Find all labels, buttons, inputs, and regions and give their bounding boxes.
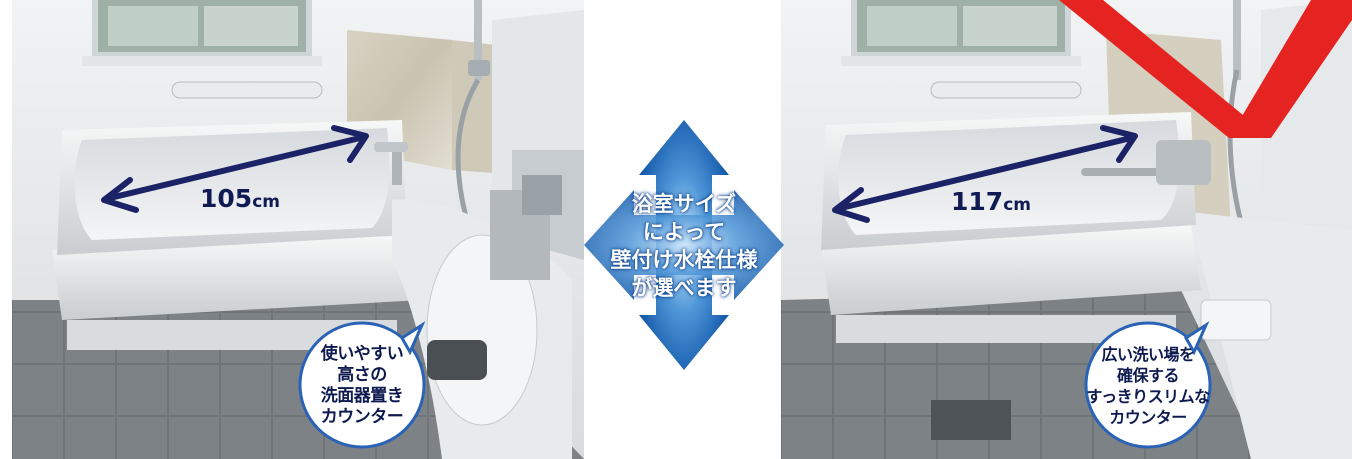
left-bathroom-photo: 105cm: [12, 0, 584, 459]
red-stripe-right: [1229, 0, 1352, 138]
callout-text-right: 広い洗い場を 確保する すっきりスリムな カウンター: [1082, 340, 1214, 432]
callout-left-line-1: 使いやすい: [320, 344, 404, 364]
callout-right-line-4: カウンター: [1109, 408, 1187, 427]
callout-left-line-2: 高さの: [337, 365, 387, 385]
right-bathroom-photo: 117cm: [781, 0, 1352, 459]
callout-left-line-3: 洗面器置き: [320, 386, 404, 406]
dimension-arrow-left: [101, 125, 369, 213]
callout-text-left: 使いやすい 高さの 洗面器置き カウンター: [304, 340, 420, 432]
center-caption-line-1: 浴室サイズ: [631, 192, 737, 216]
callout-right-line-2: 確保する: [1116, 366, 1180, 385]
center-caption: 浴室サイズ によって 壁付け水栓仕様 が選べます: [584, 190, 784, 302]
double-arrow-graphic: [584, 120, 784, 370]
center-caption-line-4: が選べます: [631, 276, 737, 300]
callout-right-line-3: すっきりスリムな: [1086, 387, 1210, 406]
callout-bubble-right: [1084, 320, 1212, 449]
center-caption-line-3: 壁付け水栓仕様: [610, 248, 758, 272]
center-caption-line-2: によって: [642, 220, 726, 244]
callout-right-line-1: 広い洗い場を: [1101, 345, 1195, 364]
length-label-right: 117cm: [951, 187, 1031, 216]
callout-left-line-4: カウンター: [320, 407, 404, 427]
dimension-arrow-right: [832, 125, 1138, 223]
length-label-left: 105cm: [200, 184, 280, 213]
red-stripe-left: [1059, 0, 1271, 138]
callout-bubble-left: [298, 320, 426, 449]
